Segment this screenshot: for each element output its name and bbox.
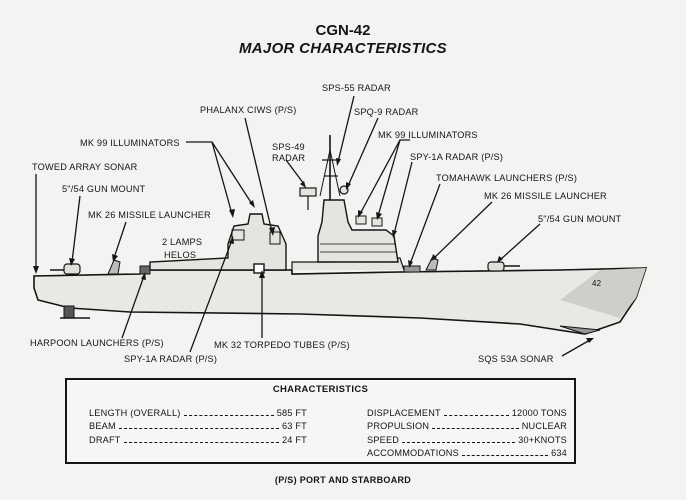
label-sps49-line1: SPS-49 xyxy=(272,142,305,152)
label-gun-mount-fwd: 5"/54 GUN MOUNT xyxy=(538,214,622,224)
dash-leader xyxy=(443,414,509,416)
label-tomahawk: TOMAHAWK LAUNCHERS (P/S) xyxy=(436,173,577,183)
row-value: 63 FT xyxy=(282,421,307,431)
row-label: DISPLACEMENT xyxy=(367,407,441,418)
characteristics-left-column: LENGTH (OVERALL) 585 FT BEAM 63 FT DRAFT… xyxy=(89,404,307,445)
row-label: PROPULSION xyxy=(367,421,430,431)
row-value: 24 FT xyxy=(282,434,307,445)
label-sps49-line2: RADAR xyxy=(272,153,305,163)
aft-superstructure xyxy=(149,213,287,271)
dash-leader xyxy=(123,441,279,443)
label-mk26-fwd: MK 26 MISSILE LAUNCHER xyxy=(484,191,607,201)
dash-leader xyxy=(402,441,516,443)
dash-leader xyxy=(432,428,519,429)
label-mk99-fwd: MK 99 ILLUMINATORS xyxy=(378,130,478,140)
label-sps55: SPS-55 RADAR xyxy=(322,83,391,93)
characteristics-row: SPEED 30+KNOTS xyxy=(367,431,567,445)
forward-illuminators xyxy=(355,215,367,225)
row-label: LENGTH (OVERALL) xyxy=(89,407,181,418)
row-value: 634 xyxy=(551,448,567,458)
torpedo-tubes xyxy=(253,263,265,274)
characteristics-heading: CHARACTERISTICS xyxy=(272,384,369,395)
label-phalanx: PHALANX CIWS (P/S) xyxy=(200,105,297,115)
dash-leader xyxy=(461,455,549,456)
characteristics-row: DISPLACEMENT 12000 TONS xyxy=(367,404,567,418)
ship-hull xyxy=(33,267,648,335)
label-harpoon: HARPOON LAUNCHERS (P/S) xyxy=(30,338,164,348)
characteristics-row: PROPULSION NUCLEAR xyxy=(367,418,567,431)
row-label: SPEED xyxy=(367,434,400,445)
characteristics-row: ACCOMMODATIONS 634 xyxy=(367,445,567,458)
label-towed-array-sonar: TOWED ARRAY SONAR xyxy=(32,162,138,172)
row-value: 12000 TONS xyxy=(511,407,567,418)
row-value: 30+KNOTS xyxy=(518,434,567,445)
row-value: NUCLEAR xyxy=(521,421,567,431)
label-lamps-line1: 2 LAMPS xyxy=(162,237,202,247)
label-torpedo: MK 32 TORPEDO TUBES (P/S) xyxy=(214,340,350,350)
dash-leader xyxy=(118,428,279,429)
footnote: (P/S) PORT AND STARBOARD xyxy=(274,475,412,485)
row-label: DRAFT xyxy=(89,434,121,445)
forward-gun-mount xyxy=(487,261,505,272)
diagram-subtitle: MAJOR CHARACTERISTICS xyxy=(239,40,447,57)
row-label: BEAM xyxy=(89,421,116,431)
forward-missile-launcher xyxy=(425,257,439,271)
label-spy1a-fwd: SPY-1A RADAR (P/S) xyxy=(410,152,503,162)
label-lamps-line2: HELOS xyxy=(164,250,196,260)
characteristics-table: CHARACTERISTICS LENGTH (OVERALL) 585 FT … xyxy=(65,378,576,464)
row-value: 585 FT xyxy=(276,407,307,418)
hull-number: 42 xyxy=(592,279,602,288)
label-mk99-aft: MK 99 ILLUMINATORS xyxy=(80,138,180,148)
diagram-title: CGN-42 xyxy=(315,22,371,39)
label-sonar: SQS 53A SONAR xyxy=(478,354,554,364)
dash-leader xyxy=(183,414,274,416)
label-spq9: SPQ-9 RADAR xyxy=(354,107,419,117)
row-label: ACCOMMODATIONS xyxy=(367,448,459,458)
characteristics-row: DRAFT 24 FT xyxy=(89,431,307,445)
label-spy1a-aft: SPY-1A RADAR (P/S) xyxy=(124,354,217,364)
label-gun-mount-aft: 5"/54 GUN MOUNT xyxy=(62,184,146,194)
label-mk26-aft: MK 26 MISSILE LAUNCHER xyxy=(88,210,211,220)
characteristics-right-column: DISPLACEMENT 12000 TONS PROPULSION NUCLE… xyxy=(367,404,567,459)
sonar-dome xyxy=(559,325,601,335)
characteristics-row: LENGTH (OVERALL) 585 FT xyxy=(89,404,307,418)
sps49-antenna xyxy=(299,187,317,197)
rudder xyxy=(63,305,75,319)
aft-missile-launcher xyxy=(107,259,121,275)
forward-superstructure xyxy=(317,199,399,263)
tomahawk-launcher xyxy=(403,265,421,273)
aft-gun-mount xyxy=(63,263,81,275)
characteristics-row: BEAM 63 FT xyxy=(89,418,307,431)
